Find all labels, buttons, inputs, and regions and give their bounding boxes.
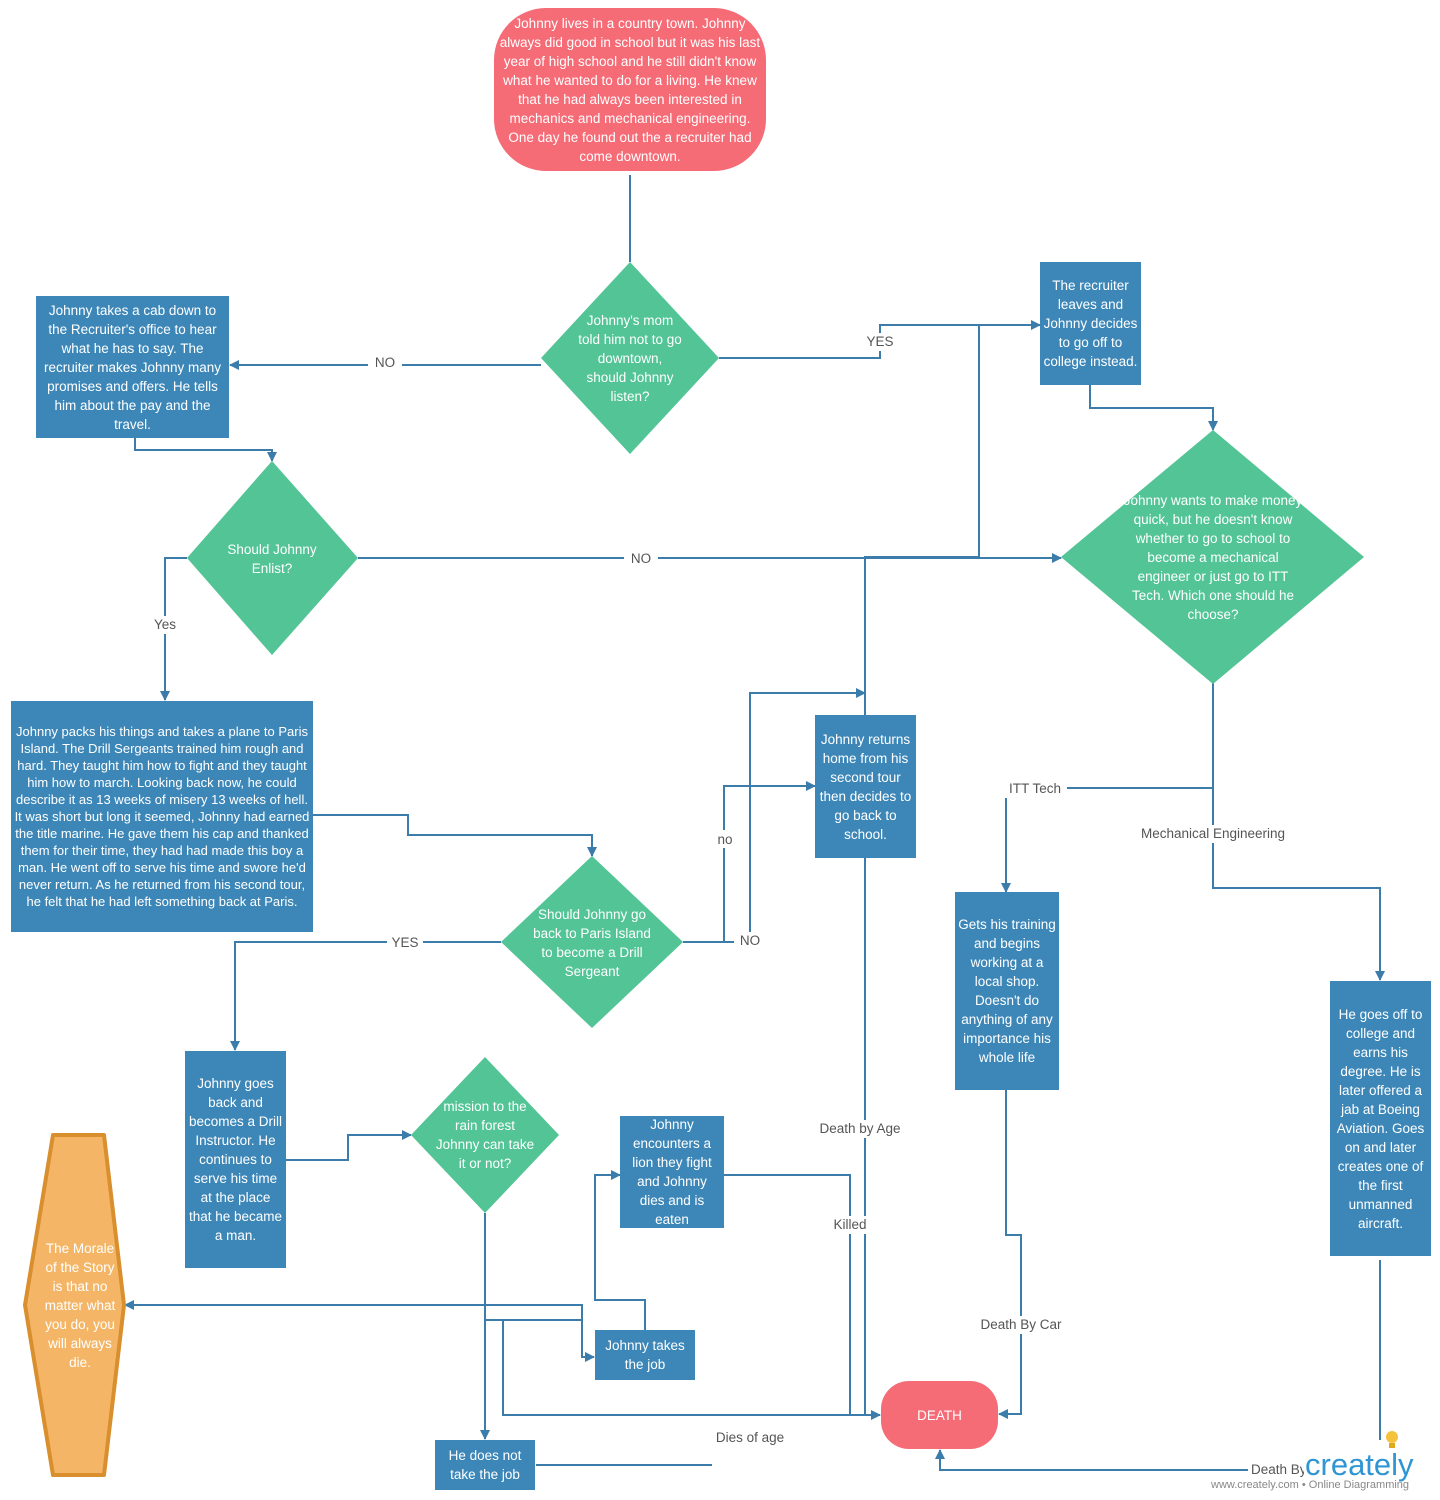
connector-boeing-to-death <box>935 1260 1381 1471</box>
death-text: DEATH <box>917 1407 962 1423</box>
cab-text: Johnny takes a cab down to the Recruiter… <box>43 302 222 432</box>
label-dies-of-age: Dies of age <box>716 1430 784 1445</box>
label-no-lower: no <box>717 832 732 847</box>
connector-itt-to-death <box>998 1090 1022 1419</box>
connectors <box>124 175 1385 1471</box>
paris-island-text: Johnny packs his things and takes a plan… <box>14 724 310 909</box>
lightbulb-icon <box>1386 1431 1398 1448</box>
takes-job-text: Johnny takes the job <box>605 1338 685 1372</box>
connector-takesjob-to-lion <box>594 1170 646 1330</box>
itt-training-text: Gets his training and begins working at … <box>958 917 1056 1065</box>
label-no-drill: NO <box>740 933 760 948</box>
label-no-enlist: NO <box>631 551 651 566</box>
creately-watermark: creately www.creately.com • Online Diagr… <box>1210 1431 1438 1494</box>
connector-takesjob-to-morale <box>124 1300 583 1320</box>
no-job-node: He does not take the job <box>435 1440 535 1490</box>
label-itt: ITT Tech <box>1009 781 1061 796</box>
returns-home-text: Johnny returns home from his second tour… <box>819 731 912 842</box>
connector-college-split <box>1212 683 1385 981</box>
recruiter-leaves-node: The recruiter leaves and Johnny decides … <box>1040 262 1141 385</box>
drill-decision-text: Should Johnny go back to Paris Island to… <box>533 907 651 979</box>
enlist-decision-node: Should Johnny Enlist? <box>187 461 358 655</box>
college-decision-text: Johnny wants to make money quick, but he… <box>1123 492 1303 622</box>
connector-enlist-to-paris <box>160 557 187 701</box>
lion-node: Johnny encounters a lion they fight and … <box>620 1116 724 1228</box>
connector-drill-yes-to-instructor <box>230 941 501 1051</box>
connector-recruiter-to-college <box>1089 385 1218 431</box>
lion-text: Johnny encounters a lion they fight and … <box>632 1118 712 1226</box>
connector-instructor-to-mission <box>286 1130 412 1161</box>
cab-node: Johnny takes a cab down to the Recruiter… <box>36 296 229 438</box>
label-death-by-car: Death By Car <box>980 1317 1062 1332</box>
label-death-by: Death By <box>1251 1462 1307 1477</box>
connector-drill-no-upper <box>683 688 866 943</box>
recruiter-leaves-text: The recruiter leaves and Johnny decides … <box>1043 278 1138 369</box>
connector-mission-to-takesjob <box>485 1319 595 1362</box>
takes-job-node: Johnny takes the job <box>595 1330 695 1380</box>
mom-decision-node: Johnny's mom told him not to go downtown… <box>541 262 719 454</box>
enlist-decision-text: Should Johnny Enlist? <box>227 542 317 576</box>
edge-labels: NO YES NO Yes ITT Tech Mechanical Engine… <box>148 333 1310 1479</box>
mission-decision-node: mission to the rain forest Johnny can ta… <box>411 1057 559 1213</box>
boeing-node: He goes off to college and earns his deg… <box>1330 981 1431 1256</box>
label-death-by-age: Death by Age <box>819 1121 900 1136</box>
drill-decision-node: Should Johnny go back to Paris Island to… <box>501 856 683 1028</box>
label-yes-drill: YES <box>391 935 418 950</box>
returns-home-node: Johnny returns home from his second tour… <box>815 715 916 858</box>
label-killed: Killed <box>833 1217 866 1232</box>
connector-returns-to-college <box>864 556 979 715</box>
no-job-text: He does not take the job <box>448 1448 522 1482</box>
drill-instructor-node: Johnny goes back and becomes a Drill Ins… <box>185 1051 286 1268</box>
morale-text: The Morale of the Story is that no matte… <box>44 1240 116 1370</box>
connector-mission-to-death <box>502 1320 881 1420</box>
college-decision-node: Johnny wants to make money quick, but he… <box>1061 430 1364 684</box>
death-node: DEATH <box>881 1381 998 1449</box>
morale-node: The Morale of the Story is that no matte… <box>23 1133 126 1477</box>
creately-tagline: www.creately.com • Online Diagramming <box>1210 1479 1409 1491</box>
start-node: Johnny lives in a country town. Johnny a… <box>494 8 766 171</box>
drill-instructor-text: Johnny goes back and becomes a Drill Ins… <box>188 1076 283 1243</box>
label-no-cab: NO <box>375 355 395 370</box>
connector-cab-to-enlist <box>134 438 277 462</box>
connector-paris-to-drill <box>313 814 597 857</box>
itt-training-node: Gets his training and begins working at … <box>955 892 1059 1090</box>
label-yes-recruiter: YES <box>866 334 893 349</box>
mission-decision-text: mission to the rain forest Johnny can ta… <box>435 1099 535 1171</box>
label-yes-enlist: Yes <box>154 617 176 632</box>
paris-island-node: Johnny packs his things and takes a plan… <box>11 701 313 932</box>
boeing-text: He goes off to college and earns his deg… <box>1336 1006 1425 1231</box>
start-text: Johnny lives in a country town. Johnny a… <box>499 15 761 164</box>
creately-logo: creately <box>1305 1447 1414 1482</box>
mom-decision-text: Johnny's mom told him not to go downtown… <box>578 312 682 404</box>
connector-lion-to-death <box>724 1174 851 1415</box>
label-mech: Mechanical Engineering <box>1141 826 1285 841</box>
